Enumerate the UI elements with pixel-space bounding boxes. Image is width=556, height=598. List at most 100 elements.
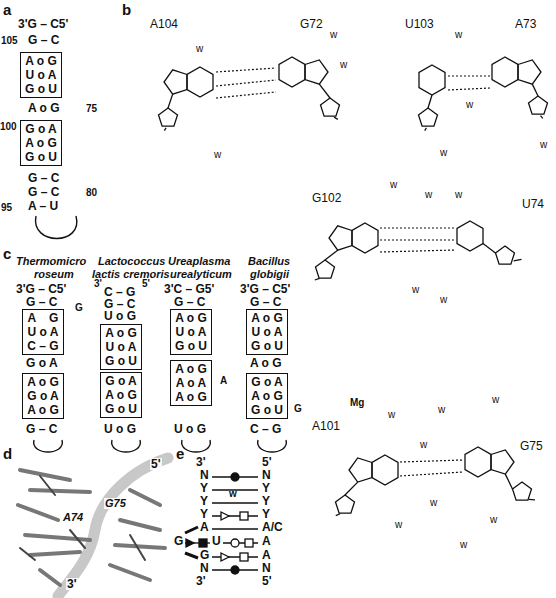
residue-label: G102	[312, 192, 341, 204]
species-name: roseum	[34, 269, 74, 280]
residue-label: Y	[262, 495, 270, 507]
ring	[321, 98, 340, 116]
water-label: w	[460, 540, 467, 550]
base-pair: U o A	[25, 68, 57, 82]
helix-box: A GU o AC – G	[22, 309, 64, 355]
water-label: w	[330, 30, 337, 40]
bond	[483, 244, 495, 253]
residue-label: U74	[522, 198, 544, 210]
residue-label: U o G	[174, 423, 206, 435]
lw-symbols	[185, 473, 258, 574]
residue-label: 3'C – G5'	[164, 283, 214, 295]
base-pair: A o G	[251, 389, 283, 403]
base-pair: G o U	[251, 403, 283, 417]
base-pair: G o A	[105, 374, 137, 388]
species-name: Thermomicro	[16, 256, 86, 267]
base-pair: G o U	[105, 402, 137, 416]
residue-label: G75	[520, 440, 543, 452]
species-name: urealyticum	[170, 269, 232, 280]
residue-label: A/C	[262, 521, 283, 533]
water-label: w	[455, 190, 462, 200]
bond	[400, 460, 463, 462]
residue-label: A o G	[28, 102, 60, 114]
water-label: w	[455, 30, 462, 40]
residue-label: A	[262, 549, 271, 561]
residue-label: N	[262, 469, 271, 481]
water-label: w	[438, 405, 445, 415]
species-name: lactis cremoris	[92, 269, 170, 280]
residue-label: A101	[312, 420, 340, 432]
residue-label: U103	[405, 18, 434, 30]
bond	[325, 250, 338, 260]
bond	[319, 84, 330, 98]
base-pair: A o G	[27, 375, 59, 389]
ring	[316, 260, 335, 278]
ring	[372, 455, 398, 485]
residue-label: G	[200, 549, 209, 561]
bond	[425, 128, 427, 131]
base-pair: A o G	[105, 326, 137, 340]
residue-label: G – C	[26, 296, 57, 308]
base-pair: A o G	[175, 311, 207, 325]
water-label: w	[412, 285, 419, 295]
residue-label: 75	[86, 104, 97, 114]
bond	[315, 278, 320, 280]
water-label: w	[388, 410, 395, 420]
base-pair: A o G	[25, 54, 57, 68]
residue-label: Y	[200, 508, 208, 520]
residue-label: 5'	[262, 575, 272, 587]
base-pair: A o G	[27, 403, 59, 417]
ring	[164, 70, 187, 94]
ring	[419, 108, 438, 126]
water-label: w	[214, 150, 221, 160]
base-pair: A o G	[105, 388, 137, 402]
ring	[496, 246, 515, 264]
residue-label: A	[220, 376, 227, 386]
panel-letter: b	[122, 2, 131, 17]
base-pair: G o U	[25, 82, 57, 96]
residue-label: 105	[1, 36, 18, 46]
residue-label: G72	[300, 18, 323, 30]
water-label: w	[466, 100, 473, 110]
residue-label: A	[200, 521, 209, 533]
bond	[216, 80, 276, 86]
ring	[492, 57, 518, 87]
residue-label: G – C	[28, 172, 59, 184]
water-label: w	[440, 148, 447, 158]
residue-label: 5'	[142, 279, 150, 289]
residue-label: G – C	[28, 34, 59, 46]
bond	[336, 514, 340, 516]
residue-label: G – C	[174, 296, 205, 308]
bond	[380, 250, 455, 252]
bond	[532, 84, 538, 96]
base-pair: G o U	[105, 354, 137, 368]
bond	[448, 75, 490, 76]
ring	[279, 57, 305, 87]
water-label: w	[425, 190, 432, 200]
residue-label: 3'	[94, 279, 102, 289]
residue-label: w	[229, 489, 237, 499]
helix-box: A o GU o AG o U	[170, 309, 212, 355]
residue-label: G	[294, 404, 302, 414]
base-pair: U o A	[175, 325, 207, 339]
base-pair: G o A	[251, 375, 283, 389]
base-pair: A G	[27, 311, 59, 325]
ring	[352, 223, 378, 253]
panel-letter: a	[3, 2, 11, 17]
residue-label: U o G	[104, 423, 136, 435]
bond	[168, 94, 173, 108]
ring	[513, 482, 532, 500]
residue-label: U o G	[104, 310, 136, 322]
residue-label: G – C	[250, 296, 281, 308]
residue-label: U	[212, 535, 221, 547]
residue-label: 3'G – C5'	[16, 283, 66, 295]
base-pair: G o U	[175, 339, 207, 353]
bond	[380, 239, 455, 240]
ring	[457, 221, 483, 251]
species-name: Bacillus	[248, 256, 290, 267]
residue-label: G – C	[26, 423, 57, 435]
panel-letter: e	[176, 446, 184, 461]
ring	[159, 108, 178, 126]
base-pair: A o G	[251, 311, 283, 325]
residue-label: 5'	[150, 458, 162, 470]
